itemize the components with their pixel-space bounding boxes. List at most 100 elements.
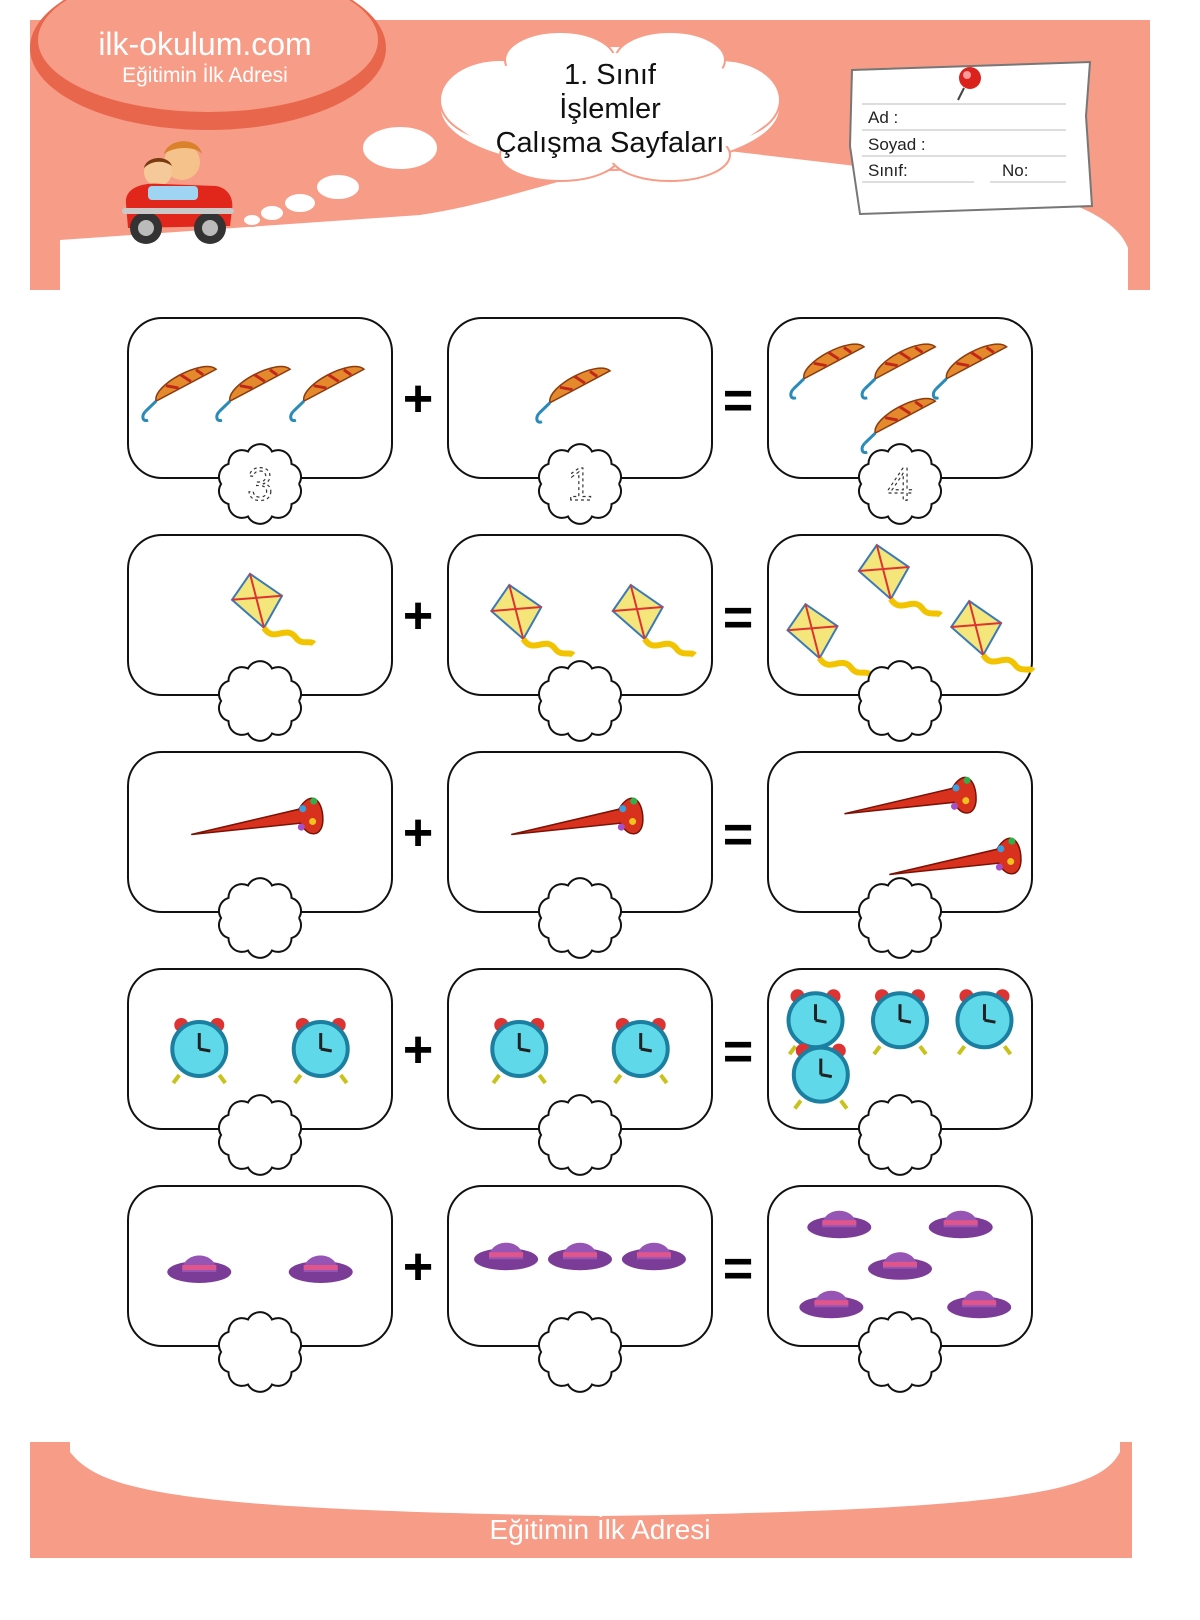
problem-result-box: 4 (767, 317, 1033, 525)
traced-answer-digit: 4 (887, 458, 913, 510)
alarm-clock-icon (291, 1018, 350, 1085)
answer-cloud[interactable] (218, 1311, 302, 1393)
kite-icon (611, 583, 697, 658)
alarm-clock-icon (611, 1018, 670, 1085)
problem-result-box (767, 1185, 1033, 1393)
page-title: 1. Sınıf İşlemler Çalışma Sayfaları (455, 58, 765, 160)
equals-sign: = (723, 589, 753, 647)
plus-sign: + (403, 804, 433, 862)
answer-cloud[interactable] (858, 660, 942, 742)
hat-icon (548, 1242, 612, 1271)
party-horn-icon (191, 797, 324, 836)
hat-icon (799, 1290, 864, 1319)
kite-icon (857, 543, 943, 618)
hat-icon (807, 1210, 872, 1239)
problem-right-box (447, 968, 713, 1176)
name-label: Ad : (868, 108, 899, 127)
answer-cloud[interactable] (538, 877, 622, 959)
problem-left-box (127, 1185, 393, 1393)
answer-cloud[interactable]: 4 (858, 443, 942, 525)
problem-result-box (767, 534, 1036, 742)
umbrella-icon (931, 343, 1008, 400)
answer-cloud[interactable] (218, 1094, 302, 1176)
hat-icon (947, 1290, 1012, 1319)
party-horn-icon (844, 776, 977, 815)
party-horn-icon (889, 837, 1022, 876)
problem-row: += (127, 751, 1033, 959)
kite-icon (949, 599, 1036, 674)
problem-result-box (767, 751, 1033, 959)
title-line-subtitle: Çalışma Sayfaları (495, 127, 725, 159)
problem-left-box (127, 534, 393, 742)
student-note-card (848, 60, 1094, 216)
plus-sign: + (403, 1021, 433, 1079)
umbrella-icon (789, 343, 866, 400)
class-field[interactable] (918, 157, 974, 181)
header-site-name: ilk-okulum.com (98, 26, 312, 62)
answer-cloud[interactable] (858, 1094, 942, 1176)
answer-cloud[interactable] (538, 1311, 622, 1393)
hat-icon (167, 1255, 232, 1283)
problem-result-box (767, 968, 1033, 1176)
name-field[interactable] (910, 104, 1060, 128)
hat-icon (868, 1252, 932, 1280)
hat-icon (288, 1255, 353, 1283)
problem-right-box (447, 1185, 713, 1393)
plus-sign: + (403, 587, 433, 645)
plus-sign: + (403, 370, 433, 428)
title-line-grade: 1. Sınıf (564, 59, 656, 91)
alarm-clock-icon (955, 989, 1014, 1056)
hat-icon (621, 1242, 686, 1271)
alarm-clock-icon (490, 1018, 549, 1085)
traced-answer-digit: 3 (247, 458, 273, 510)
alarm-clock-icon (871, 989, 929, 1056)
problem-left-box: 3 (127, 317, 393, 525)
answer-cloud[interactable] (538, 1094, 622, 1176)
party-horn-icon (511, 797, 644, 836)
footer-banner (30, 1442, 1132, 1558)
umbrella-icon (860, 397, 937, 454)
plus-sign: + (403, 1238, 433, 1296)
answer-cloud[interactable]: 1 (538, 443, 622, 525)
kite-icon (489, 583, 576, 658)
alarm-clock-icon (791, 1043, 850, 1110)
umbrella-icon (860, 343, 937, 400)
umbrella-icon (141, 365, 218, 422)
umbrella-icon (289, 365, 366, 422)
alarm-clock-icon (170, 1018, 229, 1085)
umbrella-icon (215, 365, 292, 422)
answer-cloud[interactable]: 3 (218, 443, 302, 525)
problem-left-box (127, 968, 393, 1176)
problem-right-box (447, 751, 713, 959)
class-label: Sınıf: (868, 161, 908, 180)
umbrella-icon (535, 367, 612, 424)
surname-field[interactable] (940, 131, 1060, 155)
problem-left-box (127, 751, 393, 959)
equals-sign: = (723, 1240, 753, 1298)
problem-right-box: 1 (447, 317, 713, 525)
footer-site-name: ilk-okulum.com (459, 1470, 741, 1517)
answer-cloud[interactable] (858, 877, 942, 959)
answer-cloud[interactable] (538, 660, 622, 742)
problem-row: += (127, 1185, 1033, 1393)
kite-icon (786, 602, 872, 677)
answer-cloud[interactable] (218, 660, 302, 742)
answer-cloud[interactable] (858, 1311, 942, 1393)
title-line-topic: İşlemler (559, 93, 661, 125)
number-label: No: (1002, 161, 1029, 180)
kite-icon (230, 572, 317, 647)
problem-row: 3 1 4 + = (127, 317, 1033, 525)
hat-icon (928, 1210, 993, 1239)
answer-cloud[interactable] (218, 877, 302, 959)
footer-slogan: Eğitimin İlk Adresi (489, 1514, 711, 1545)
problem-row: += (127, 968, 1033, 1176)
traced-answer-digit: 1 (567, 458, 593, 510)
number-field[interactable] (1036, 157, 1076, 181)
equals-sign: = (723, 372, 753, 430)
equals-sign: = (723, 1023, 753, 1081)
problem-row: += (127, 534, 1036, 742)
hat-icon (474, 1242, 539, 1271)
problem-right-box (447, 534, 713, 742)
equals-sign: = (723, 806, 753, 864)
